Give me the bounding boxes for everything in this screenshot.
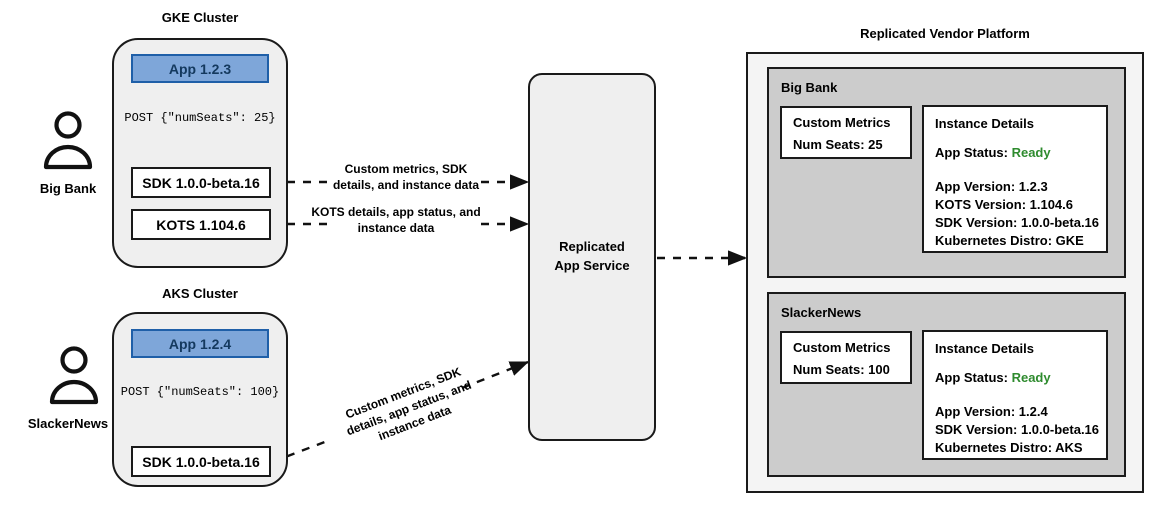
detail-row-app-version: App Version: 1.2.4 bbox=[935, 404, 1048, 419]
edge-label-line1: Custom metrics, SDK bbox=[344, 162, 468, 176]
detail-row-sdk-version: SDK Version: 1.0.0-beta.16 bbox=[935, 422, 1100, 437]
detail-row-k8s-distro: Kubernetes Distro: AKS bbox=[935, 440, 1083, 455]
status-badge: Ready bbox=[1011, 370, 1051, 385]
person-icon bbox=[43, 111, 93, 170]
tenant-name: Big Bank bbox=[781, 80, 838, 95]
gke-cluster-title: GKE Cluster bbox=[161, 10, 239, 25]
card-title: Instance Details bbox=[935, 341, 1034, 356]
custom-metrics-card-slackernews: Custom Metrics Num Seats: 100 bbox=[780, 331, 912, 384]
edge-label-kots-to-service: KOTS details, app status, and instance d… bbox=[310, 205, 482, 236]
person-icon bbox=[49, 346, 99, 405]
aks-post-label: POST {"numSeats": 100} bbox=[120, 385, 280, 399]
app-status-label: App Status: bbox=[935, 145, 1008, 160]
gke-kots-box[interactable]: KOTS 1.104.6 bbox=[131, 209, 271, 240]
edge-label-line1: KOTS details, app status, and bbox=[311, 205, 481, 219]
actor-label: SlackerNews bbox=[27, 416, 109, 431]
detail-row-app-version: App Version: 1.2.3 bbox=[935, 179, 1048, 194]
actor-label: Big Bank bbox=[39, 181, 97, 196]
edge-label-line2: instance data bbox=[357, 220, 435, 235]
card-title: Custom Metrics bbox=[793, 115, 891, 130]
gke-sdk-box[interactable]: SDK 1.0.0-beta.16 bbox=[131, 167, 271, 198]
custom-metrics-card-big-bank: Custom Metrics Num Seats: 25 bbox=[780, 106, 912, 159]
actor-big-bank: Big Bank bbox=[28, 110, 108, 196]
detail-row-kots-version: KOTS Version: 1.104.6 bbox=[935, 197, 1074, 212]
detail-row-k8s-distro: Kubernetes Distro: GKE bbox=[935, 233, 1084, 248]
app-status-row: App Status: Ready bbox=[935, 145, 1051, 160]
aks-cluster-title: AKS Cluster bbox=[162, 286, 238, 301]
app-status-label: App Status: bbox=[935, 370, 1008, 385]
edge-label-sdk-to-service: Custom metrics, SDK details, and instanc… bbox=[330, 162, 482, 193]
platform-title: Replicated Vendor Platform bbox=[860, 26, 1030, 41]
instance-details-card-big-bank: Instance Details App Status: Ready App V… bbox=[922, 105, 1108, 253]
edge-label-line2: details, and instance data bbox=[332, 177, 480, 192]
tenant-name: SlackerNews bbox=[781, 305, 862, 320]
app-status-row: App Status: Ready bbox=[935, 370, 1051, 385]
custom-metric-row: Num Seats: 100 bbox=[793, 362, 890, 377]
status-badge: Ready bbox=[1011, 145, 1051, 160]
instance-details-card-slackernews: Instance Details App Status: Ready App V… bbox=[922, 330, 1108, 460]
detail-row-sdk-version: SDK Version: 1.0.0-beta.16 bbox=[935, 215, 1100, 230]
actor-slackernews: SlackerNews bbox=[16, 345, 120, 431]
card-title: Instance Details bbox=[935, 116, 1034, 131]
aks-sdk-box[interactable]: SDK 1.0.0-beta.16 bbox=[131, 446, 271, 477]
service-line1: Replicated bbox=[559, 239, 625, 255]
custom-metric-row: Num Seats: 25 bbox=[793, 137, 883, 152]
gke-app-box[interactable]: App 1.2.3 bbox=[131, 54, 269, 83]
edge-label-aks-sdk-to-service: Custom metrics, SDK details, app status,… bbox=[320, 365, 498, 444]
card-title: Custom Metrics bbox=[793, 340, 891, 355]
gke-post-label: POST {"numSeats": 25} bbox=[124, 111, 276, 125]
aks-app-box[interactable]: App 1.2.4 bbox=[131, 329, 269, 358]
replicated-app-service-box[interactable]: Replicated App Service bbox=[528, 73, 656, 441]
service-line2: App Service bbox=[554, 258, 630, 273]
